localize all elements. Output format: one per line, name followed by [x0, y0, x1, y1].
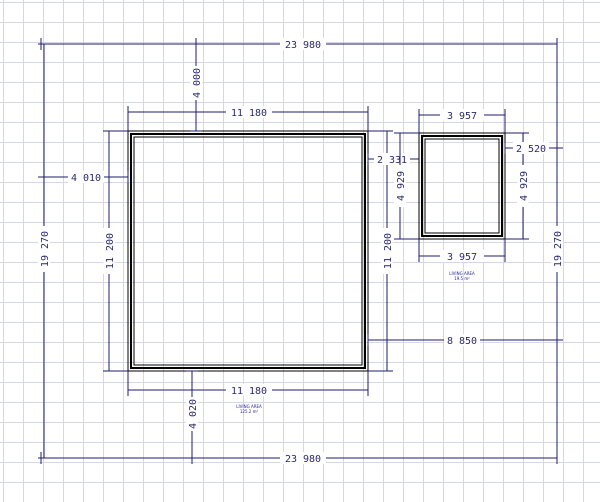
overall-left-dimension: 19 270 [38, 43, 51, 459]
large-room-width-top-label: 11 180 [231, 108, 267, 119]
overall-right-dimension: 19 270 [551, 44, 564, 458]
large-room-right-dimension: 11 200 [368, 130, 394, 372]
large-room-offset-bottom-label: 4 020 [188, 399, 199, 429]
large-room-height-right-label: 11 200 [383, 233, 394, 269]
small-room-label: LIVING AREA 19.5 m² [449, 271, 475, 281]
room-gap-label: 2 331 [377, 155, 407, 166]
large-room-offset-top-label: 4 000 [192, 68, 203, 98]
small-room-offset-right-label: 2 520 [516, 144, 546, 155]
small-room-top-dimension: 3 957 [418, 109, 506, 133]
large-room[interactable] [127, 130, 369, 372]
overall-bottom-dimension: 23 980 [40, 452, 558, 465]
overall-height-right-label: 19 270 [553, 231, 564, 267]
overall-top-dimension: 23 980 [40, 38, 558, 51]
overall-height-left-label: 19 270 [40, 231, 51, 267]
large-room-offset-left-label: 4 010 [71, 173, 101, 184]
large-room-bottom-dimension: 11 180 [127, 371, 369, 397]
large-room-label: LIVING AREA 125.2 m² [236, 404, 262, 414]
large-room-name: LIVING AREA [236, 404, 262, 409]
large-room-height-left-label: 11 200 [105, 233, 116, 269]
small-room-width-top-label: 3 957 [447, 111, 477, 122]
large-room-offset-bottom-dimension: 4 020 [186, 370, 199, 458]
large-room-offset-left-dimension: 4 010 [44, 171, 129, 184]
large-room-offset-top-dimension: 4 000 [190, 44, 203, 132]
overall-width-bottom-label: 23 980 [285, 454, 321, 465]
small-room-name: LIVING AREA [449, 271, 475, 276]
small-room-area: 19.5 m² [454, 276, 470, 281]
room-gap-dimension: 2 331 [367, 153, 420, 166]
small-room-offset-right-dimension: 2 520 [504, 142, 557, 155]
small-room[interactable] [418, 132, 506, 240]
small-room-width-bottom-label: 3 957 [447, 252, 477, 263]
small-room-left-dimension: 4 929 [394, 132, 419, 240]
large-room-area: 125.2 m² [240, 409, 259, 414]
small-room-right-dimension: 4 929 [505, 132, 530, 240]
small-room-bottom-dimension: 3 957 [418, 239, 506, 263]
large-room-top-dimension: 11 180 [127, 106, 369, 131]
large-room-offset-right-dimension: 8 850 [367, 334, 557, 347]
small-room-height-right-label: 4 929 [519, 171, 530, 201]
small-room-height-left-label: 4 929 [396, 171, 407, 201]
overall-width-top-label: 23 980 [285, 40, 321, 51]
large-room-left-dimension: 11 200 [103, 130, 128, 372]
large-room-width-bottom-label: 11 180 [231, 386, 267, 397]
large-room-offset-right-label: 8 850 [447, 336, 477, 347]
